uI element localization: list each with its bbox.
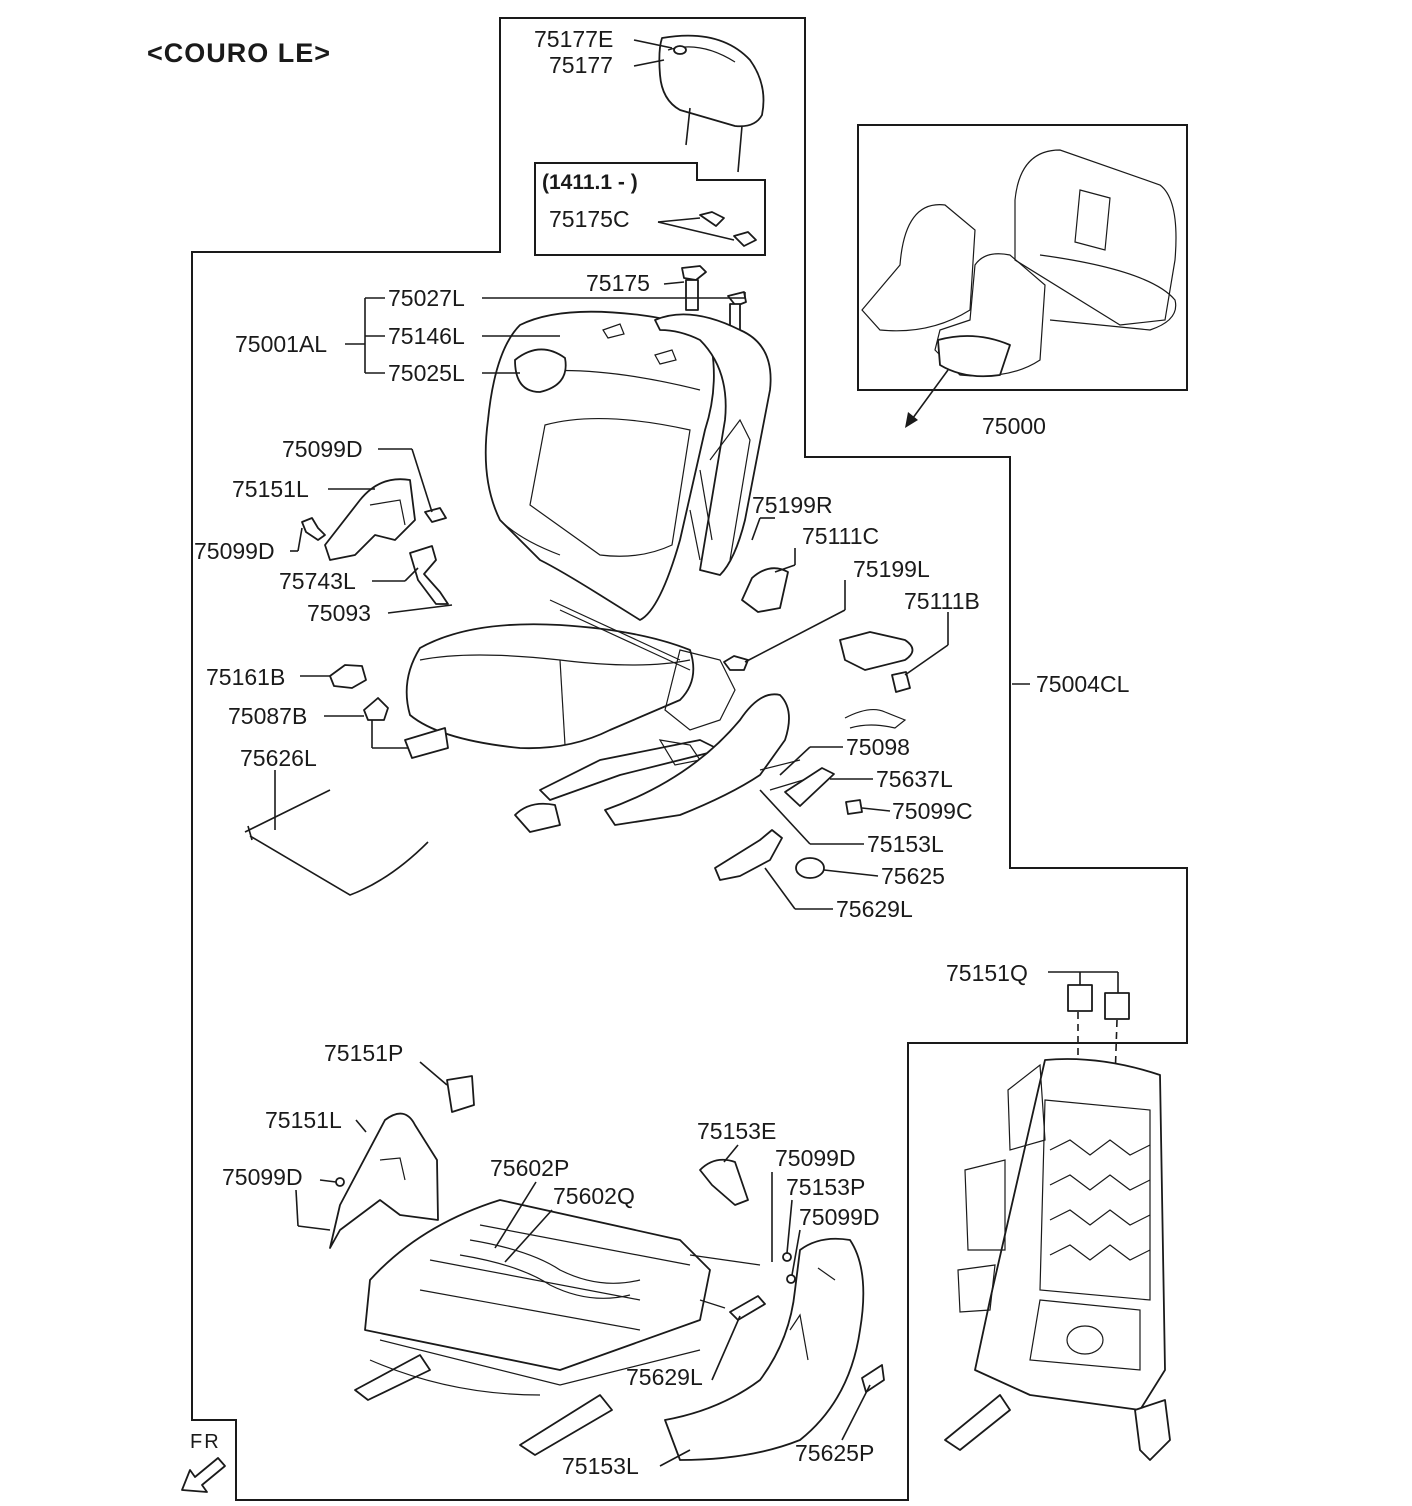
shield-75151P — [446, 1075, 475, 1113]
label-75177: 75177 — [549, 52, 613, 78]
label-75098: 75098 — [846, 734, 910, 760]
label-75111B: 75111B — [904, 588, 980, 614]
label-75001AL: 75001AL — [235, 331, 327, 357]
cap-75625 — [795, 857, 825, 879]
label-75146L: 75146L — [388, 323, 465, 349]
handle-75629L — [714, 829, 783, 881]
label-75099D-e: 75099D — [799, 1204, 880, 1230]
front-arrow: FR — [181, 1431, 226, 1493]
label-75625P: 75625P — [795, 1440, 874, 1466]
left-shield-75151L — [324, 478, 416, 561]
diagram-title: <COURO LE> — [147, 38, 331, 68]
date-code: (1411.1 - ) — [542, 171, 638, 194]
label-75151L-a: 75151L — [232, 476, 309, 502]
label-75602Q: 75602Q — [553, 1183, 635, 1209]
cover-75153E — [699, 1158, 749, 1206]
label-75153E: 75153E — [697, 1118, 776, 1144]
label-75602P: 75602P — [490, 1155, 569, 1181]
label-75099D-a: 75099D — [282, 436, 363, 462]
handle-75629L-lower — [729, 1295, 766, 1321]
screw-75099D-upper — [424, 507, 447, 523]
date-code-box — [534, 162, 766, 256]
label-75000: 75000 — [982, 413, 1046, 439]
label-75629L-b: 75629L — [626, 1364, 703, 1390]
label-75175: 75175 — [586, 270, 650, 296]
label-75027L: 75027L — [388, 285, 465, 311]
headrest-guide-75175 — [681, 265, 747, 333]
seat-back-drawing — [484, 310, 772, 621]
label-75099D-d: 75099D — [775, 1145, 856, 1171]
label-75151P: 75151P — [324, 1040, 403, 1066]
label-75111C: 75111C — [802, 523, 879, 549]
leader-lines — [274, 39, 1119, 1467]
lever-75637L — [784, 767, 835, 807]
label-75153L-a: 75153L — [867, 831, 944, 857]
front-marker-label: FR — [190, 1431, 221, 1453]
shield-75151L-lower — [329, 1112, 439, 1249]
side-shield-75153L-lower — [664, 1237, 865, 1461]
screw-75111B — [891, 671, 911, 693]
label-75099D-b: 75099D — [194, 538, 275, 564]
screws-75099D-lower-left — [295, 1177, 345, 1231]
clip-75087B — [363, 697, 389, 721]
spring-75004 — [844, 708, 907, 729]
label-75025L: 75025L — [388, 360, 465, 386]
vehicle-overview-box — [857, 124, 1188, 391]
assembly-boundary — [191, 17, 1188, 1501]
label-75153P: 75153P — [786, 1174, 865, 1200]
label-75099C: 75099C — [892, 798, 973, 824]
label-75625: 75625 — [881, 863, 945, 889]
headrest-guide-drawing — [657, 211, 757, 247]
label-75637L: 75637L — [876, 766, 953, 792]
part-labels: 75177E 75177 (1411.1 - ) 75175C 75175 75… — [194, 26, 1130, 1479]
label-75626L: 75626L — [240, 745, 317, 771]
label-75199R: 75199R — [752, 492, 833, 518]
screw-75111C — [723, 655, 749, 671]
label-75093: 75093 — [307, 600, 371, 626]
side-shield-75153L — [604, 693, 790, 826]
headrest-drawing — [658, 34, 765, 173]
clip-75161B — [329, 664, 367, 689]
label-75743L: 75743L — [279, 568, 356, 594]
seat-cushion-drawing — [404, 599, 736, 833]
label-75161B: 75161B — [206, 664, 285, 690]
label-75087B: 75087B — [228, 703, 307, 729]
label-75199L: 75199L — [853, 556, 930, 582]
seat-cushion-frame-drawing — [354, 1199, 711, 1456]
cover-75199R — [741, 567, 789, 613]
label-75177E: 75177E — [534, 26, 613, 52]
cap-75625P — [861, 1364, 885, 1393]
label-75099D-c: 75099D — [222, 1164, 303, 1190]
label-75629L-a: 75629L — [836, 896, 913, 922]
screw-75099D-lower — [301, 517, 326, 541]
seat-back-frame-drawing — [944, 1058, 1171, 1461]
vehicle-overview-drawing — [861, 149, 1177, 428]
label-75153L-b: 75153L — [562, 1453, 639, 1479]
screw-75099C — [845, 799, 863, 815]
label-75175C: 75175C — [549, 206, 630, 232]
cover-75199L — [839, 631, 914, 671]
label-75151Q: 75151Q — [946, 960, 1028, 986]
label-75004CL: 75004CL — [1036, 671, 1130, 697]
bracket-75743L — [409, 545, 449, 605]
label-75151L-b: 75151L — [265, 1107, 342, 1133]
wire-75626L — [244, 789, 429, 896]
